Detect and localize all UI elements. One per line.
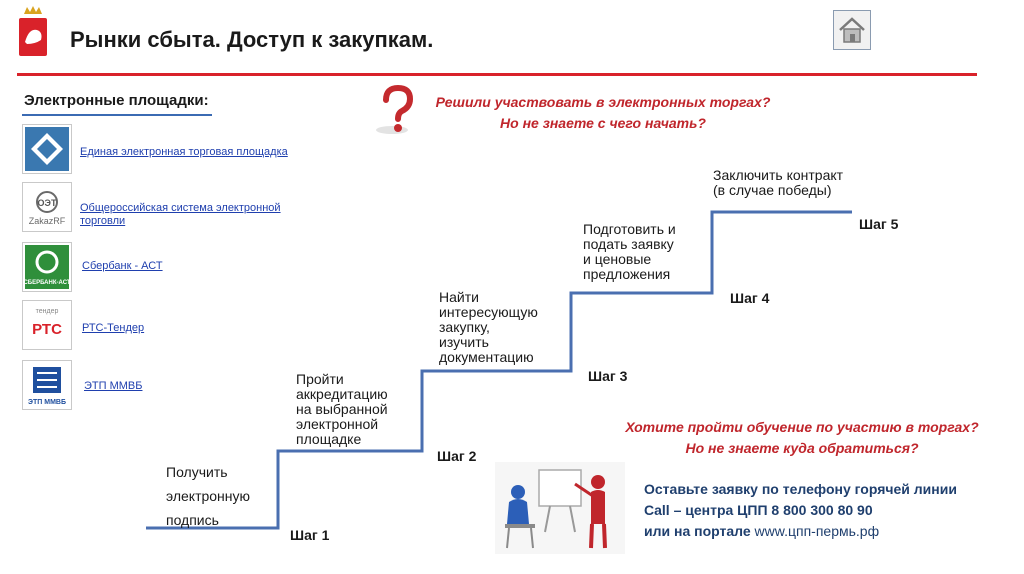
- step-5-text: Заключить контракт(в случае победы): [713, 167, 844, 198]
- page-title: Рынки сбыта. Доступ к закупкам.: [70, 27, 434, 52]
- step-2-label: Шаг 2: [437, 448, 477, 464]
- portal-link[interactable]: www.цпп-пермь.рф: [754, 523, 880, 539]
- svg-text:ZakazRF: ZakazRF: [29, 216, 66, 226]
- training-line-1: Хотите пройти обучение по участию в торг…: [625, 419, 979, 435]
- svg-text:тендер: тендер: [36, 308, 59, 315]
- question-line-1: Решили участвовать в электронных торгах?: [435, 94, 771, 110]
- platforms-heading-underline: [22, 114, 212, 116]
- rts-tender-logo[interactable]: тендер РТС: [22, 300, 72, 350]
- contact-line-3: или на портале www.цпп-пермь.рф: [644, 523, 880, 539]
- contact-line-1: Оставьте заявку по телефону горячей лини…: [644, 481, 957, 497]
- zakazrf-logo[interactable]: ОЭТ ZakazRF: [22, 182, 72, 232]
- platforms-heading: Электронные площадки:: [24, 92, 209, 109]
- platform-link-etp-mmvb[interactable]: ЭТП ММВБ: [84, 380, 143, 392]
- training-callout: Хотите пройти обучение по участию в торг…: [604, 417, 1000, 459]
- etp-mmvb-logo[interactable]: ЭТП ММВБ: [22, 360, 72, 410]
- svg-text:ОЭТ: ОЭТ: [38, 198, 57, 208]
- platform-link-rts-tender[interactable]: РТС-Тендер: [82, 322, 145, 334]
- home-button[interactable]: [833, 10, 871, 50]
- question-mark-icon: [372, 82, 422, 138]
- step-1-label: Шаг 1: [290, 527, 330, 543]
- training-line-2: Но не знаете куда обратиться?: [685, 440, 919, 456]
- contact-line-2: Call – центра ЦПП 8 800 300 80 90: [644, 502, 873, 518]
- sberbank-ast-logo[interactable]: СБЕРБАНК-АСТ: [22, 242, 72, 292]
- svg-text:ЭТП ММВБ: ЭТП ММВБ: [28, 399, 66, 406]
- question-callout: Решили участвовать в электронных торгах?…: [418, 92, 788, 134]
- platform-link-sberbank-ast[interactable]: Сбербанк - АСТ: [82, 260, 163, 272]
- step-5-label: Шаг 5: [859, 216, 899, 232]
- coat-of-arms: [15, 4, 51, 64]
- step-4-label: Шаг 4: [730, 290, 770, 306]
- roseltorg-logo[interactable]: [22, 124, 72, 174]
- platform-link-zakazrf[interactable]: Общероссийская система электронной торго…: [80, 202, 281, 227]
- contact-info: Оставьте заявку по телефону горячей лини…: [644, 479, 1004, 542]
- header-divider: [17, 73, 977, 76]
- step-3-label: Шаг 3: [588, 368, 628, 384]
- presentation-illustration: [495, 462, 625, 554]
- home-icon: [839, 17, 865, 43]
- platform-link-roseltorg[interactable]: Единая электронная торговая площадка: [80, 146, 288, 158]
- svg-text:СБЕРБАНК-АСТ: СБЕРБАНК-АСТ: [23, 280, 70, 286]
- question-line-2: Но не знаете с чего начать?: [500, 115, 706, 131]
- svg-text:РТС: РТС: [32, 321, 62, 338]
